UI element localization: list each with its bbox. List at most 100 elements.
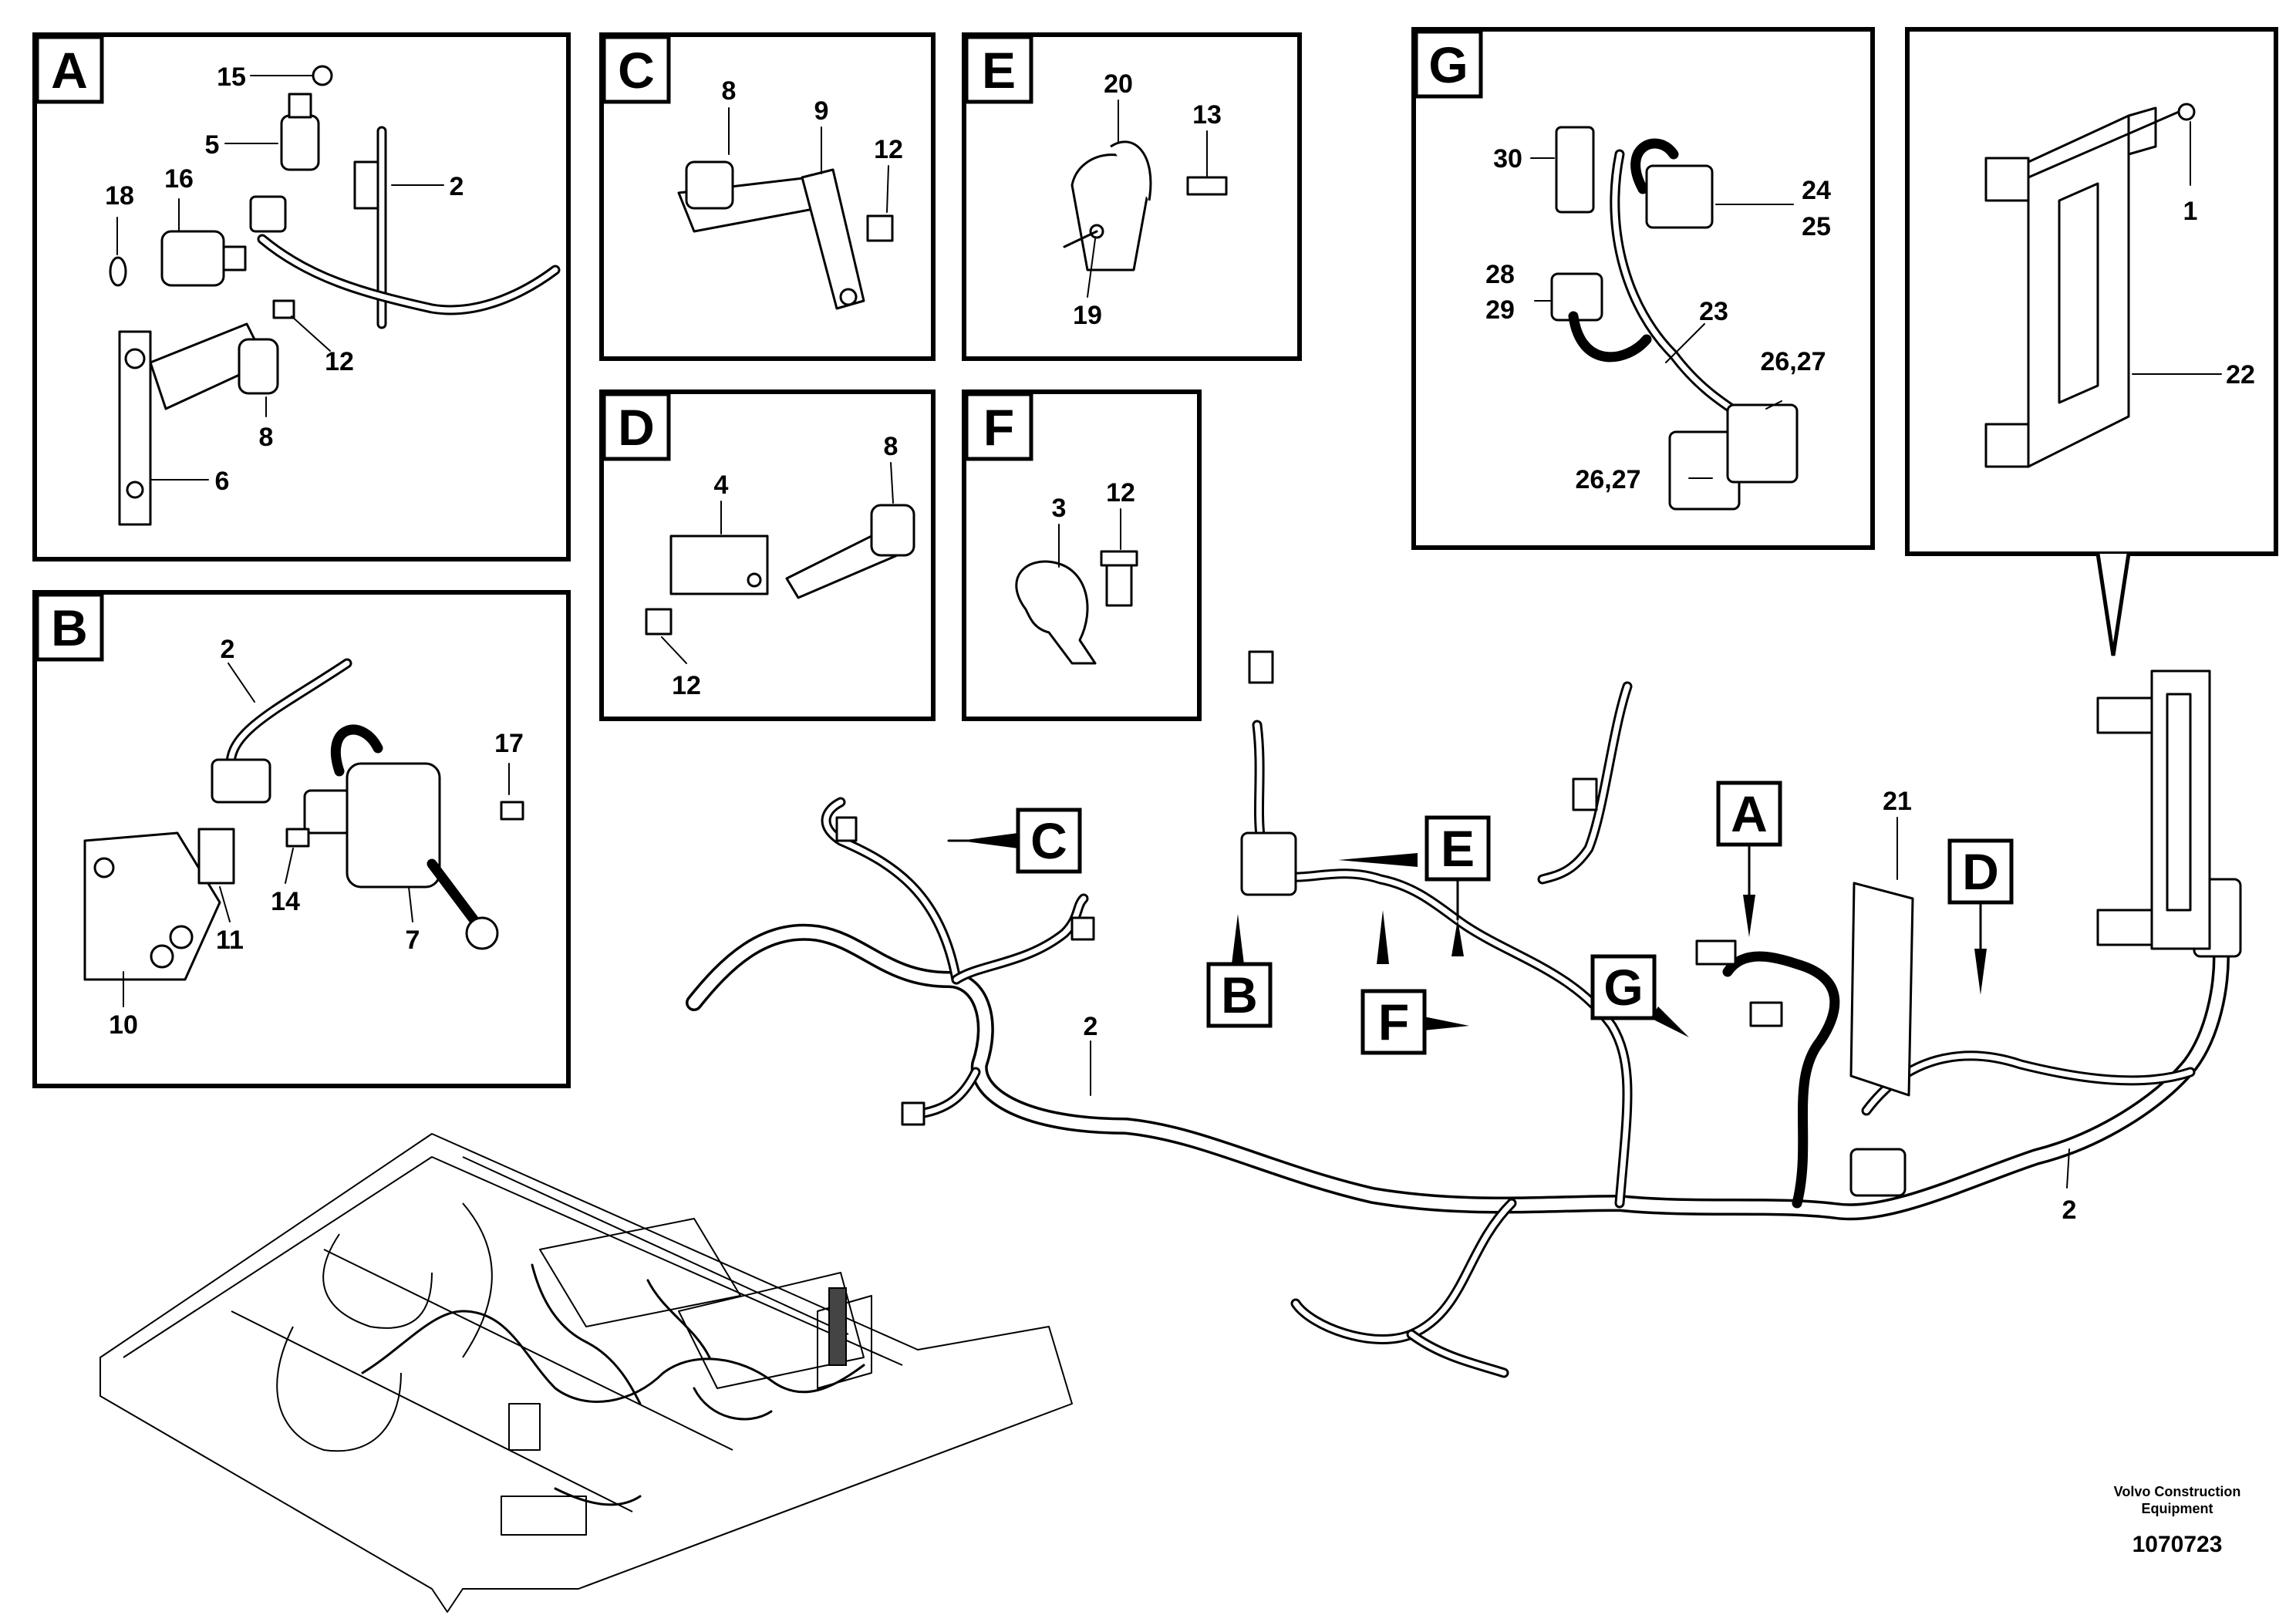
plug-connector-icon [1555, 126, 1595, 214]
bracket-icon [197, 828, 235, 885]
label-15: 15 [217, 62, 246, 92]
label-sheet-21-icon [1849, 882, 1914, 1097]
bolt-icon [272, 299, 295, 319]
callout-e: E [1338, 815, 1491, 956]
callout-b: B [1206, 914, 1273, 1028]
label-30: 30 [1493, 144, 1522, 174]
panel-b-tag [35, 592, 104, 662]
o-ring-icon [109, 256, 127, 287]
panel-e-tag [964, 35, 1033, 104]
label-21: 21 [1883, 787, 1912, 816]
solenoid-icon [346, 762, 441, 889]
label-2: 2 [450, 172, 464, 201]
detail-panel-bracket: 1 22 [1905, 27, 2278, 656]
detail-panel-c: C 8 9 12 [599, 32, 936, 361]
washer-icon [312, 65, 333, 86]
label-16: 16 [164, 164, 194, 194]
label-23: 23 [1699, 297, 1728, 326]
label-12: 12 [325, 347, 354, 376]
label-10: 10 [109, 1010, 138, 1040]
panel-b-letter: B [51, 599, 88, 656]
bracket-icon [828, 1287, 847, 1366]
label-14: 14 [271, 887, 300, 916]
label-6: 6 [215, 467, 230, 496]
label-8: 8 [259, 423, 274, 452]
detail-panel-f: F 3 12 [962, 389, 1202, 721]
label-d-12: 12 [672, 671, 701, 700]
panel-a-tag [35, 35, 104, 104]
label-20: 20 [1104, 69, 1133, 99]
label-25: 25 [1802, 212, 1831, 241]
company-name-line1: Volvo Construction [2114, 1484, 2241, 1499]
bolt-icon [2177, 103, 2196, 121]
label-22: 22 [2226, 360, 2255, 389]
label-4: 4 [714, 470, 729, 500]
label-c-8: 8 [722, 76, 737, 106]
label-24: 24 [1802, 176, 1831, 205]
label-1: 1 [2183, 197, 2198, 226]
main-harness-assembly: 2 21 2 [686, 650, 2242, 1378]
multi-pin-connector-icon [1645, 164, 1714, 229]
panel-c-letter: C [618, 42, 655, 99]
svg-text:F: F [1378, 993, 1409, 1050]
label-13: 13 [1192, 100, 1222, 130]
svg-text:A: A [1731, 785, 1768, 842]
label-7: 7 [406, 926, 420, 955]
company-name-line2: Equipment [2142, 1501, 2213, 1516]
label-5: 5 [205, 130, 220, 160]
drawing-number: 1070723 [2132, 1532, 2223, 1557]
screw-icon [285, 828, 310, 848]
clip-icon [353, 160, 379, 210]
pressure-sensor-icon [280, 114, 320, 171]
label-19: 19 [1073, 301, 1102, 330]
label-18: 18 [105, 181, 134, 211]
machine-frame-drawing [99, 1133, 1073, 1613]
callout-g: G [1590, 954, 1689, 1037]
svg-text:D: D [1962, 843, 1999, 900]
label-main-2-left: 2 [1084, 1012, 1098, 1041]
label-9: 9 [814, 96, 829, 126]
panel-d-letter: D [618, 399, 655, 456]
connector-icon [1248, 650, 1274, 684]
label-11: 11 [216, 926, 244, 955]
label-f-12: 12 [1106, 478, 1135, 508]
label-b-2: 2 [221, 635, 235, 664]
panel-f-tag [964, 392, 1033, 461]
detail-panel-b: B 2 17 14 11 10 7 [32, 590, 571, 1088]
label-26-27-b: 26,27 [1575, 465, 1640, 494]
panel-d-tag [602, 392, 671, 461]
connector-icon [211, 758, 271, 804]
label-3: 3 [1052, 494, 1067, 523]
svg-text:C: C [1030, 812, 1067, 869]
detail-panel-g: G 30 24 25 28 29 23 26,27 26,27 [1411, 27, 1875, 550]
callout-d: D [1947, 838, 2014, 995]
panel-f-letter: F [983, 399, 1014, 456]
panel-a-letter: A [51, 42, 88, 99]
svg-text:E: E [1441, 820, 1475, 877]
screw-icon [1186, 176, 1228, 196]
panel-g-letter: G [1428, 36, 1468, 93]
label-26-27-a: 26,27 [1760, 347, 1826, 376]
panel-e-letter: E [982, 42, 1016, 99]
label-d-8: 8 [884, 432, 899, 461]
callout-c: C [947, 808, 1082, 874]
label-c-12: 12 [874, 135, 903, 164]
footer: Volvo Construction Equipment 1070723 [2114, 1484, 2241, 1557]
panel-g-tag [1414, 29, 1483, 99]
label-17: 17 [494, 729, 524, 758]
pressure-switch-icon [160, 230, 225, 287]
bolt-icon [866, 214, 894, 242]
detail-panel-a: A 15 5 18 16 2 1 [32, 32, 571, 561]
label-28: 28 [1485, 260, 1515, 289]
pressure-switch-assembly-icon [1240, 831, 1297, 896]
label-main-2-right: 2 [2062, 1195, 2077, 1225]
callout-a: A [1716, 781, 1782, 937]
bracket-strap-icon [801, 168, 865, 310]
label-29: 29 [1485, 295, 1515, 325]
detail-panel-e: E 20 13 19 [962, 32, 1302, 361]
svg-text:G: G [1603, 959, 1643, 1016]
detail-panel-d: D 8 4 12 [599, 389, 936, 721]
deutsch-connector-icon-2 [1726, 403, 1799, 484]
svg-text:B: B [1221, 966, 1258, 1023]
